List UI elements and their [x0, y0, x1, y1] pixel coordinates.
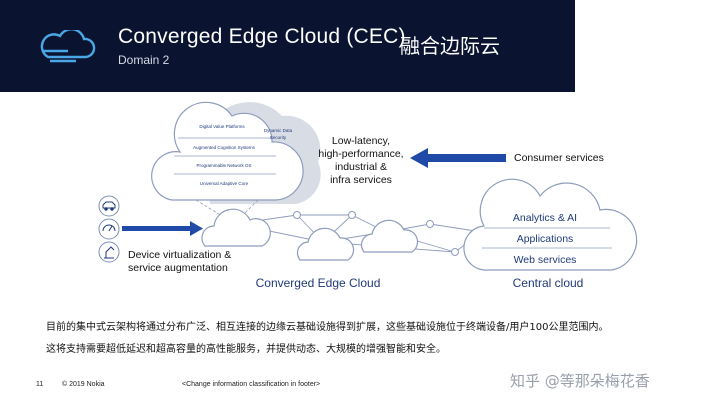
- description-line-2: 这将支持需要超低延迟和超高容量的高性能服务，并提供动态、大规模的增强智能和安全。: [46, 344, 446, 355]
- gauge-icon: [98, 218, 120, 240]
- mesh-node: [293, 211, 301, 219]
- edge-cloud-2: [296, 227, 355, 261]
- central-cloud: [463, 178, 638, 271]
- page-subtitle: Domain 2: [118, 53, 170, 67]
- header-white-area: [575, 0, 720, 92]
- consumer-arrow-shaft: [426, 154, 506, 162]
- cloud-logo-icon: [40, 30, 96, 63]
- stack-item-4: Universal Adaptive Core: [200, 181, 249, 186]
- footer-classification: <Change information classification in fo…: [182, 381, 321, 388]
- cec-diagram: Digital Value Platforms Augmented Cognit…: [98, 101, 638, 290]
- central-item-analytics: Analytics & AI: [513, 212, 577, 224]
- edge-cloud-3: [360, 219, 419, 253]
- security-label-1: Dynamic Data: [264, 128, 293, 133]
- device-arrow-shaft: [122, 226, 192, 231]
- mesh-lines: [234, 214, 483, 253]
- mesh-node: [348, 211, 356, 219]
- car-icon: [98, 195, 120, 217]
- benefits-line-3: industrial &: [335, 161, 387, 173]
- stack-item-3: Programmable Network OS: [196, 163, 251, 168]
- consumer-services-label: Consumer services: [514, 152, 604, 164]
- edge-cloud-label: Converged Edge Cloud: [256, 276, 381, 290]
- consumer-arrow-head: [410, 148, 428, 168]
- device-label-line-2: service augmentation: [128, 262, 228, 274]
- benefits-line-1: Low-latency,: [332, 135, 390, 147]
- edge-stack-cloud: [151, 101, 304, 201]
- device-arrow-head: [190, 221, 203, 236]
- stack-item-2: Augmented Cognition Systems: [193, 145, 256, 150]
- footer-page-number: 11: [36, 381, 44, 388]
- watermark: 知乎 @等那朵梅花香: [510, 372, 650, 390]
- mesh-node: [451, 248, 459, 256]
- mesh-node: [426, 220, 434, 228]
- benefits-line-2: high-performance,: [318, 148, 403, 160]
- benefits-line-4: infra services: [330, 174, 392, 186]
- header-banner: [0, 0, 575, 92]
- robot-arm-icon: [98, 241, 120, 263]
- chinese-title: 融合边际云: [400, 34, 500, 58]
- security-label-2: Security: [270, 135, 287, 140]
- edge-cloud-1: [201, 208, 271, 247]
- central-cloud-label: Central cloud: [513, 276, 584, 290]
- central-item-web-services: Web services: [514, 254, 577, 266]
- central-item-applications: Applications: [517, 233, 574, 245]
- description-line-1: 目前的集中式云架构将通过分布广泛、相互连接的边缘云基础设施得到扩展，这些基础设施…: [46, 322, 609, 333]
- stack-item-1: Digital Value Platforms: [199, 124, 245, 129]
- device-label-line-1: Device virtualization &: [128, 249, 231, 261]
- page-title: Converged Edge Cloud (CEC): [118, 25, 406, 48]
- footer-copyright: © 2019 Nokia: [62, 381, 105, 388]
